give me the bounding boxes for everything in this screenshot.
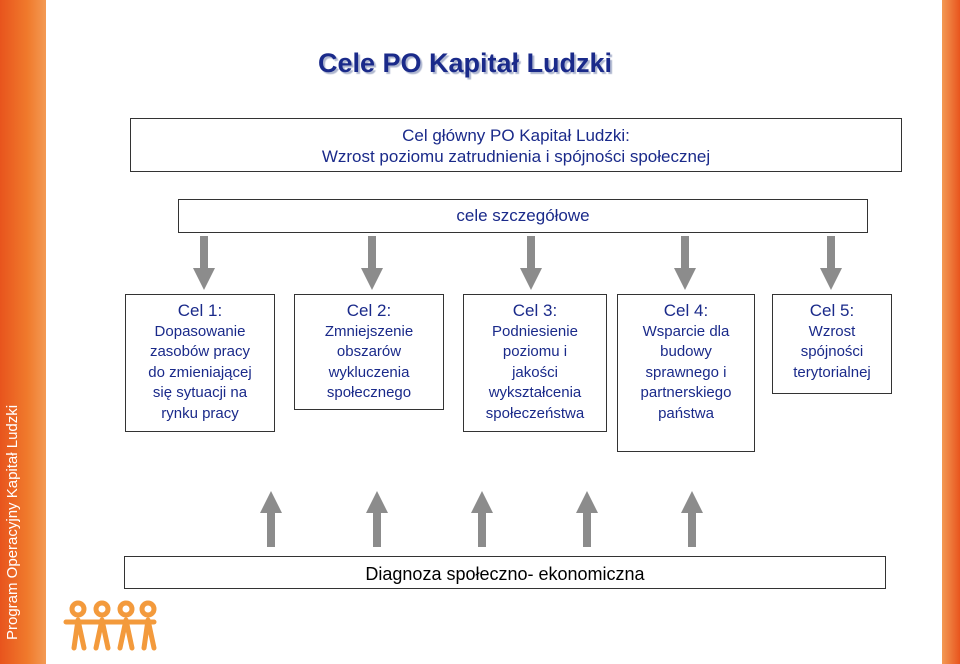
down-arrow-icon: [674, 236, 696, 290]
goal-line: do zmieniającej: [148, 363, 252, 381]
goal-title: Cel 2:: [346, 301, 392, 320]
people-logo-icon: [63, 600, 157, 651]
goal-line: sprawnego i: [645, 363, 727, 381]
goal-line: obszarów: [336, 343, 402, 360]
goal-line: Dopasowanie: [154, 322, 246, 340]
sidebar-program-name: Program Operacyjny Kapitał Ludzki: [4, 404, 21, 640]
goal-title: Cel 1:: [177, 301, 223, 320]
goal-line: poziomu i: [502, 343, 568, 360]
goal-line: Podniesienie: [492, 322, 578, 340]
goal-title: Cel 3:: [512, 301, 558, 320]
left-orange-sidebar: Program Operacyjny Kapitał Ludzki: [0, 0, 46, 664]
up-arrow-icon: [366, 491, 388, 547]
page-title: Cele PO Kapitał Ludzki: [318, 48, 613, 78]
goal-title: Cel 4:: [663, 301, 709, 320]
goal-line: się sytuacji na: [152, 384, 248, 401]
goal-line: wykluczenia: [328, 363, 410, 381]
goal-box-1: Cel 1: Dopasowanie zasobów pracy do zmie…: [125, 294, 275, 432]
down-arrow-icon: [193, 236, 215, 290]
goal-line: terytorialnej: [793, 363, 871, 381]
goal-box-4: Cel 4: Wsparcie dla budowy sprawnego i p…: [617, 294, 755, 452]
goal-title: Cel 5:: [809, 301, 855, 320]
goal-line: zasobów pracy: [149, 343, 251, 360]
up-arrow-icon: [260, 491, 282, 547]
goal-line: rynku pracy: [161, 404, 239, 422]
down-arrow-icon: [820, 236, 842, 290]
goal-line: spójności: [800, 343, 864, 360]
up-arrow-icon: [471, 491, 493, 547]
goal-box-3: Cel 3: Podniesienie poziomu i jakości wy…: [463, 294, 607, 432]
goal-line: jakości: [512, 363, 558, 381]
main-goal-box: Cel główny PO Kapitał Ludzki: Wzrost poz…: [130, 118, 902, 172]
goal-line: państwa: [658, 404, 714, 422]
down-arrow-icon: [361, 236, 383, 290]
goal-line: Zmniejszenie: [324, 322, 414, 340]
goal-line: partnerskiego: [640, 384, 732, 401]
goal-line: społeczeństwa: [485, 404, 585, 422]
goal-line: Wsparcie dla: [642, 322, 730, 340]
up-arrow-icon: [576, 491, 598, 547]
goal-line: wykształcenia: [488, 384, 582, 401]
main-goal-line1: Cel główny PO Kapitał Ludzki:: [402, 126, 630, 145]
goal-box-5: Cel 5: Wzrost spójności terytorialnej: [772, 294, 892, 394]
main-goal-line2: Wzrost poziomu zatrudnienia i spójności …: [321, 147, 711, 166]
goal-line: budowy: [660, 343, 712, 360]
right-orange-sidebar: [942, 0, 960, 664]
diagnosis-box: Diagnoza społeczno- ekonomiczna: [124, 556, 886, 589]
goal-line: Wzrost: [808, 322, 856, 340]
down-arrow-icon: [520, 236, 542, 290]
up-arrow-icon: [681, 491, 703, 547]
specific-goals-header: cele szczegółowe: [178, 199, 868, 233]
goal-line: społecznego: [326, 384, 412, 401]
goal-box-2: Cel 2: Zmniejszenie obszarów wykluczenia…: [294, 294, 444, 410]
